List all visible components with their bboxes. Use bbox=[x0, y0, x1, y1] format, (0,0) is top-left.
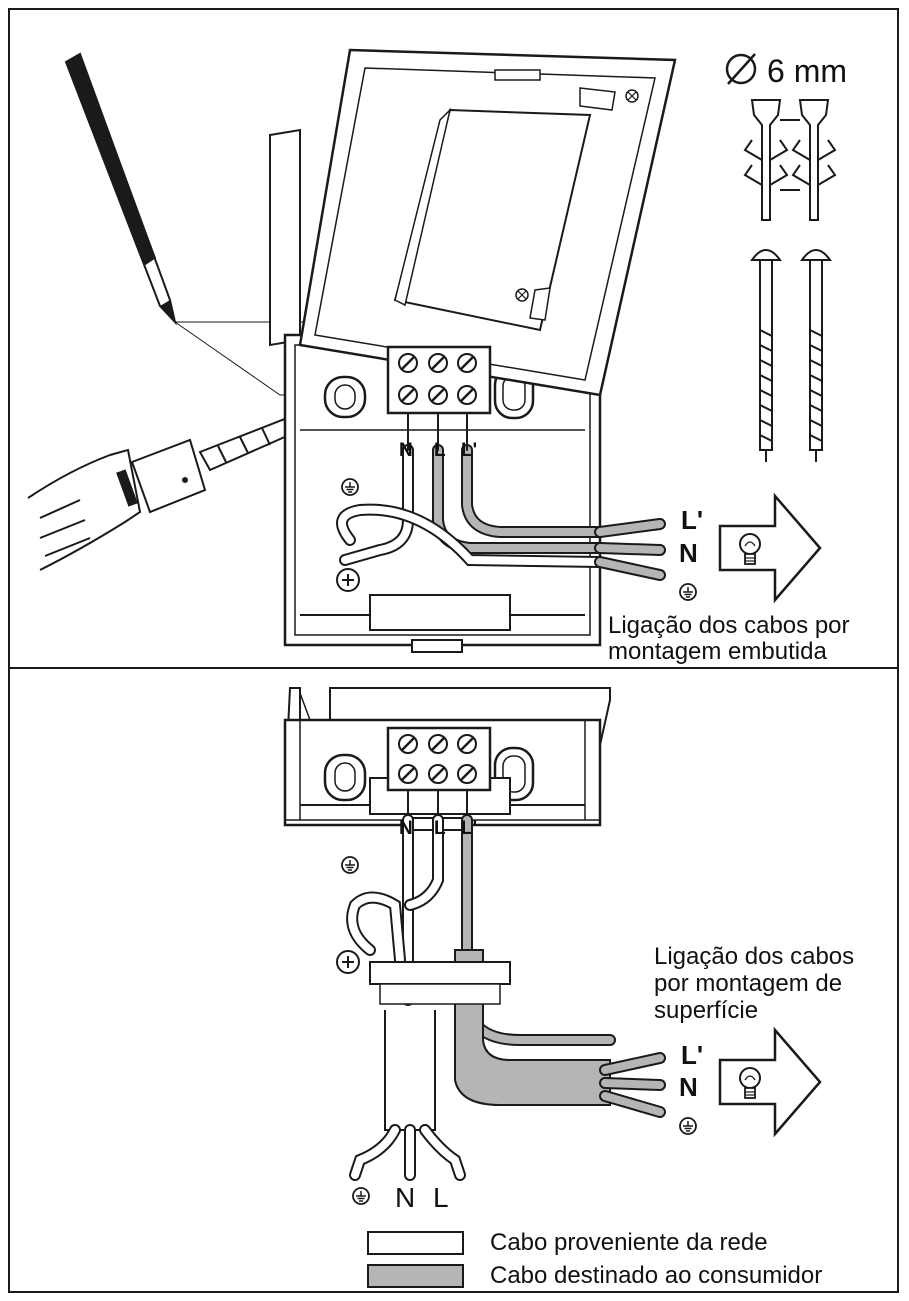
caption-flush-line1: Ligação dos cabos por bbox=[608, 612, 850, 639]
outer-frame bbox=[8, 8, 899, 1293]
pencil-icon bbox=[64, 52, 177, 326]
earth-ground-icon bbox=[679, 1117, 697, 1135]
caption-surface-line2: por montagem de bbox=[654, 970, 843, 997]
legend-mains-label: Cabo proveniente da rede bbox=[490, 1229, 768, 1256]
legend-consumer-label: Cabo destinado ao consumidor bbox=[490, 1262, 823, 1289]
caption-flush-line2: montagem embutida bbox=[608, 638, 827, 665]
legend-swatch-consumer bbox=[367, 1264, 464, 1288]
terminal-block-top bbox=[386, 345, 492, 415]
out-label-l-prime: L' bbox=[681, 505, 704, 535]
earth-ground-icon bbox=[341, 478, 359, 496]
terminal-label-l: L bbox=[434, 440, 446, 461]
terminal-label-l-prime: L' bbox=[461, 440, 478, 461]
terminal-screw-icon bbox=[336, 950, 360, 974]
consumer-arrow-bottom bbox=[718, 1028, 822, 1136]
terminal-block-bottom bbox=[386, 726, 492, 820]
mains-label-l: L bbox=[433, 1182, 449, 1213]
consumer-cable bbox=[454, 949, 611, 1106]
cable-clamp bbox=[369, 961, 511, 985]
drill-icon bbox=[27, 413, 307, 571]
terminal-label-n-bottom: N bbox=[399, 818, 413, 839]
diameter-symbol bbox=[725, 53, 757, 85]
out-label-l-prime-bottom: L' bbox=[681, 1040, 704, 1070]
top-panel bbox=[27, 48, 837, 653]
consumer-arrow-top bbox=[718, 494, 822, 602]
screw-icon bbox=[750, 249, 832, 462]
wires-top bbox=[336, 412, 666, 581]
legend-swatch-mains bbox=[367, 1231, 464, 1255]
box-lid bbox=[298, 48, 677, 397]
mains-cable bbox=[384, 1010, 436, 1131]
caption-surface-line1: Ligação dos cabos bbox=[654, 943, 855, 970]
earth-ground-icon bbox=[341, 856, 359, 874]
diameter-label: 6 mm bbox=[767, 53, 847, 89]
terminal-screw-icon bbox=[336, 568, 360, 592]
wall-plug-icon bbox=[743, 99, 837, 221]
out-label-n-bottom: N bbox=[679, 1072, 698, 1102]
terminal-label-l-bottom: L bbox=[434, 818, 446, 839]
caption-surface-line3: superfície bbox=[654, 997, 759, 1024]
out-label-n: N bbox=[679, 538, 698, 568]
earth-ground-icon bbox=[679, 583, 697, 601]
bottom-panel bbox=[283, 687, 822, 1288]
terminal-label-n: N bbox=[399, 440, 413, 461]
earth-ground-icon bbox=[352, 1187, 370, 1205]
terminal-label-l-prime-bottom: L' bbox=[461, 818, 478, 839]
mains-label-n: N bbox=[395, 1182, 416, 1213]
